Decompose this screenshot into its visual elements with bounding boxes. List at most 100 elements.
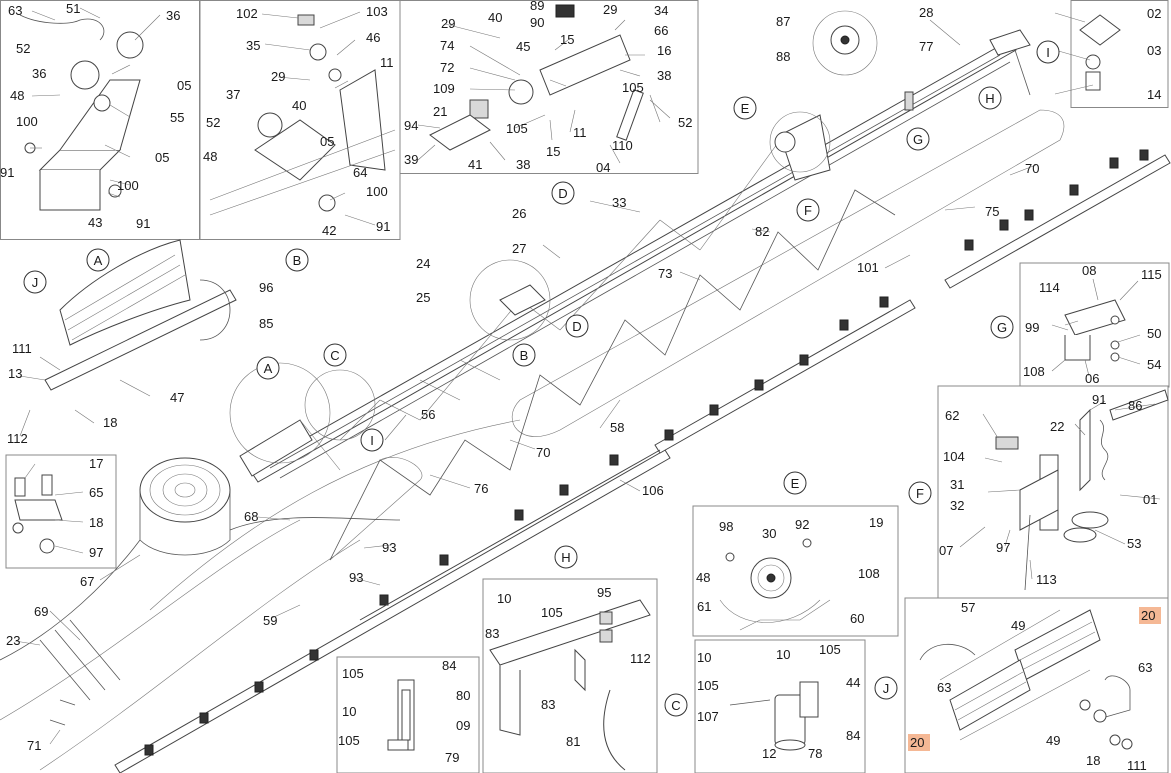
leader-lines xyxy=(14,7,1161,745)
callout: 82 xyxy=(755,224,769,239)
detail-circle-c-main xyxy=(304,369,376,441)
callout: 20 xyxy=(1141,608,1155,623)
panel-i-parts xyxy=(1079,14,1121,91)
letter-h-2: H xyxy=(561,550,570,565)
callout: 33 xyxy=(612,195,626,210)
callout: 111 xyxy=(12,341,32,356)
callout: 73 xyxy=(658,266,672,281)
callout: 91 xyxy=(136,216,150,231)
callout: 25 xyxy=(416,290,430,305)
callout: 88 xyxy=(776,49,790,64)
callout: 52 xyxy=(206,115,220,130)
callout: 84 xyxy=(442,658,456,673)
callout: 31 xyxy=(950,477,964,492)
callout: 40 xyxy=(292,98,306,113)
callout: 49 xyxy=(1046,733,1060,748)
callout: 47 xyxy=(170,390,184,405)
callout: 86 xyxy=(1128,398,1142,413)
callout: 10 xyxy=(776,647,790,662)
callout: 87 xyxy=(776,14,790,29)
callout: 91 xyxy=(1092,392,1106,407)
callout: 10 xyxy=(497,591,511,606)
callout: 71 xyxy=(27,738,41,753)
callout: 48 xyxy=(10,88,24,103)
callout: 63 xyxy=(937,680,951,695)
callout: 05 xyxy=(320,134,334,149)
callout: 95 xyxy=(597,585,611,600)
letter-e-1: E xyxy=(741,101,750,116)
callout: 12 xyxy=(762,746,776,761)
callout: 36 xyxy=(32,66,46,81)
callout: 70 xyxy=(1025,161,1039,176)
callout: 99 xyxy=(1025,320,1039,335)
nozzle-bar-middle xyxy=(654,296,916,454)
callout: 100 xyxy=(117,178,139,193)
callout: 08 xyxy=(1082,263,1096,278)
letter-e-2: E xyxy=(791,476,800,491)
callout: 69 xyxy=(34,604,48,619)
callout: 79 xyxy=(445,750,459,765)
callout: 65 xyxy=(89,485,103,500)
callout: 63 xyxy=(8,3,22,18)
detail-circle-f-main xyxy=(769,111,831,173)
callout: 23 xyxy=(6,633,20,648)
callout: 42 xyxy=(322,223,336,238)
callout: 105 xyxy=(697,678,719,693)
callout: 18 xyxy=(103,415,117,430)
callout: 77 xyxy=(919,39,933,54)
callout: 105 xyxy=(342,666,364,681)
letter-b-2: B xyxy=(520,348,529,363)
callout: 114 xyxy=(1039,280,1060,295)
callout: 97 xyxy=(996,540,1010,555)
callout: 105 xyxy=(819,642,841,657)
callout: 115 xyxy=(1141,267,1162,282)
callout: 72 xyxy=(440,60,454,75)
callout: 29 xyxy=(603,2,617,17)
callout: 74 xyxy=(440,38,454,53)
detail-circle-87 xyxy=(812,10,878,76)
callout: 106 xyxy=(642,483,664,498)
callout: 22 xyxy=(1050,419,1064,434)
callout: 24 xyxy=(416,256,430,271)
nozzle-bar-upper xyxy=(944,149,1171,289)
callout: 64 xyxy=(353,165,367,180)
nozzle-bar-lower xyxy=(114,449,671,773)
callout: 52 xyxy=(678,115,692,130)
callout: 84 xyxy=(846,728,860,743)
detail-circle-b-main xyxy=(469,259,551,341)
callout: 104 xyxy=(943,449,965,464)
callout: 06 xyxy=(1085,371,1099,386)
letter-h-1: H xyxy=(985,91,994,106)
callout: 58 xyxy=(610,420,624,435)
callout: 29 xyxy=(441,16,455,31)
callout: 52 xyxy=(16,41,30,56)
callout: 15 xyxy=(560,32,574,47)
callout: 105 xyxy=(622,80,644,95)
highlight-box-20-bottom xyxy=(908,734,930,751)
callout: 07 xyxy=(939,543,953,558)
callout: 50 xyxy=(1147,326,1161,341)
callout: 60 xyxy=(850,611,864,626)
callout: 17 xyxy=(89,456,103,471)
letter-a-2: A xyxy=(264,361,273,376)
callout: 04 xyxy=(596,160,610,175)
callout: 63 xyxy=(1138,660,1152,675)
callout: 45 xyxy=(516,39,530,54)
letter-f-2: F xyxy=(916,486,924,501)
callout: 15 xyxy=(546,144,560,159)
panel-c-parts xyxy=(729,681,819,751)
callout: 94 xyxy=(404,118,418,133)
callout: 89 xyxy=(530,0,544,13)
callout: 36 xyxy=(166,8,180,23)
callout: 10 xyxy=(697,650,711,665)
callout: 11 xyxy=(380,55,394,70)
callout: 14 xyxy=(1147,87,1161,102)
panel-j-parts xyxy=(919,609,1133,750)
callout: 105 xyxy=(506,121,528,136)
callout: 93 xyxy=(382,540,396,555)
callout: 53 xyxy=(1127,536,1141,551)
callout: 105 xyxy=(541,605,563,620)
callout: 105 xyxy=(338,733,360,748)
